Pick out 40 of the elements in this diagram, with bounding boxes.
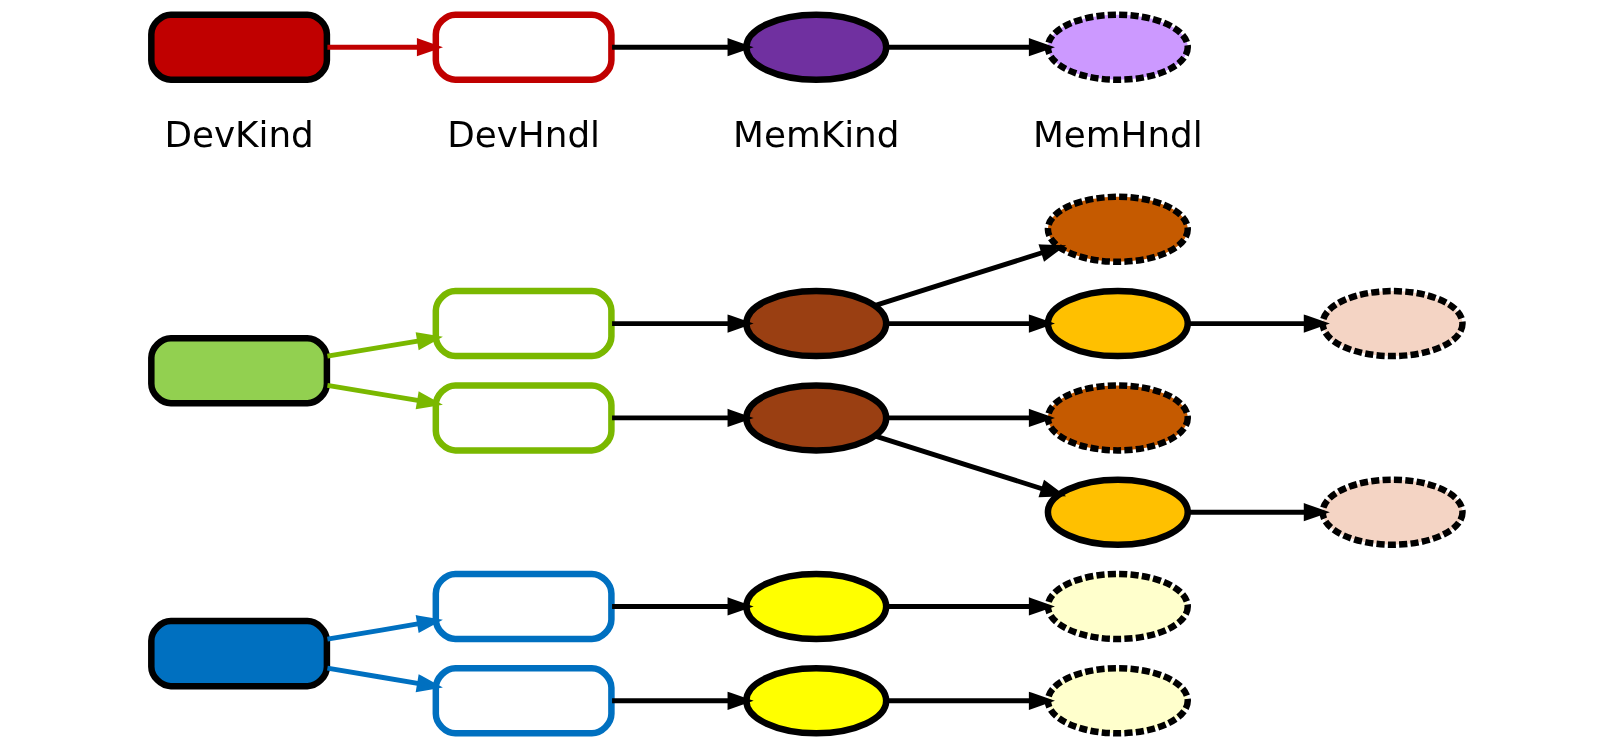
node-ellipse	[1044, 193, 1191, 266]
node-ellipse	[1044, 476, 1191, 548]
label: MemHndl	[1032, 114, 1203, 156]
node-ellipse	[742, 11, 889, 83]
node-box	[432, 665, 615, 737]
node-box	[147, 11, 330, 83]
node-ellipse	[742, 382, 889, 454]
arrow	[611, 314, 754, 333]
node-ellipse	[742, 287, 889, 360]
arrow	[326, 332, 443, 359]
node-box	[432, 11, 615, 83]
node-ellipse	[1044, 665, 1191, 737]
arrow	[611, 408, 754, 428]
arrow	[611, 597, 754, 616]
node-ellipse	[1318, 476, 1466, 548]
node-ellipse	[1044, 570, 1191, 643]
arrow	[873, 433, 1066, 498]
node-ellipse	[742, 570, 889, 643]
arrow	[326, 38, 443, 57]
arrow	[611, 38, 754, 57]
label: DevHndl	[446, 114, 600, 156]
node-box	[147, 617, 330, 690]
arrow	[1187, 314, 1330, 333]
node-box	[432, 382, 615, 454]
arrow	[873, 244, 1066, 308]
arrow	[326, 615, 443, 642]
label: DevKind	[163, 114, 314, 156]
node-ellipse	[1044, 287, 1191, 360]
arrow	[1187, 503, 1330, 522]
arrow	[326, 665, 443, 693]
label: MemKind	[732, 114, 899, 156]
node-ellipse	[1318, 287, 1466, 360]
node-box	[432, 570, 615, 643]
node-ellipse	[1044, 11, 1191, 83]
node-ellipse	[1044, 382, 1191, 454]
arrow	[326, 382, 443, 410]
node-ellipse	[742, 665, 889, 737]
arrow	[611, 691, 754, 710]
node-box	[432, 287, 615, 360]
node-box	[147, 335, 330, 407]
